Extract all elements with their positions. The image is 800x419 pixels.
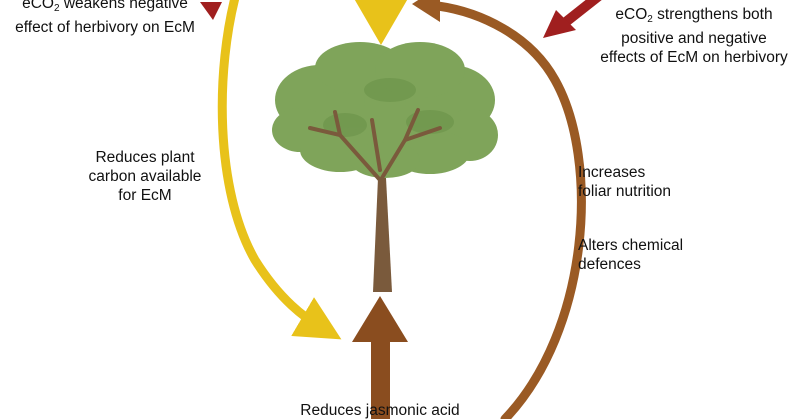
dark-red-arrow-right-shaft <box>558 0 602 29</box>
brown-upward-arrow <box>352 296 408 419</box>
label-text: defences <box>578 256 641 273</box>
label-top-right: eCO2 strengthens both positive and negat… <box>580 5 800 67</box>
dark-red-arrow-left <box>200 2 222 20</box>
label-text: Reduces jasmonic acid <box>300 402 460 419</box>
yellow-curved-arrow <box>217 0 342 340</box>
label-text: for EcM <box>118 187 172 204</box>
label-text: weakens negative <box>59 0 188 12</box>
label-text: Alters chemical <box>578 237 684 254</box>
label-text: Increases <box>578 164 646 181</box>
label-subscript: 2 <box>647 14 653 25</box>
label-text: strengthens both <box>652 6 773 23</box>
label-right-upper: Increases foliar nutrition <box>578 163 671 201</box>
label-text: carbon available <box>88 168 202 185</box>
label-left-middle: Reduces plant carbon available for EcM <box>80 148 210 205</box>
label-right-lower: Alters chemical defences <box>578 236 683 274</box>
yellow-top-arrowhead <box>354 0 408 45</box>
label-subscript: 2 <box>53 3 60 14</box>
brown-curved-arrow <box>433 1 586 419</box>
label-text: effect of herbivory on EcM <box>15 19 195 36</box>
label-text: eCO <box>615 6 648 23</box>
label-top-left: eCO2 weakens negative effect of herbivor… <box>0 0 210 37</box>
label-bottom: Reduces jasmonic acid <box>270 401 490 419</box>
tree-illustration <box>272 42 498 292</box>
label-text: effects of EcM on herbivory <box>600 49 788 66</box>
label-text: positive and negative <box>621 30 767 47</box>
dark-red-arrow-right-head <box>543 10 576 38</box>
brown-curved-arrowhead <box>412 0 440 22</box>
label-text: eCO <box>22 0 54 12</box>
label-text: foliar nutrition <box>578 183 672 200</box>
label-text: Reduces plant <box>95 149 195 166</box>
